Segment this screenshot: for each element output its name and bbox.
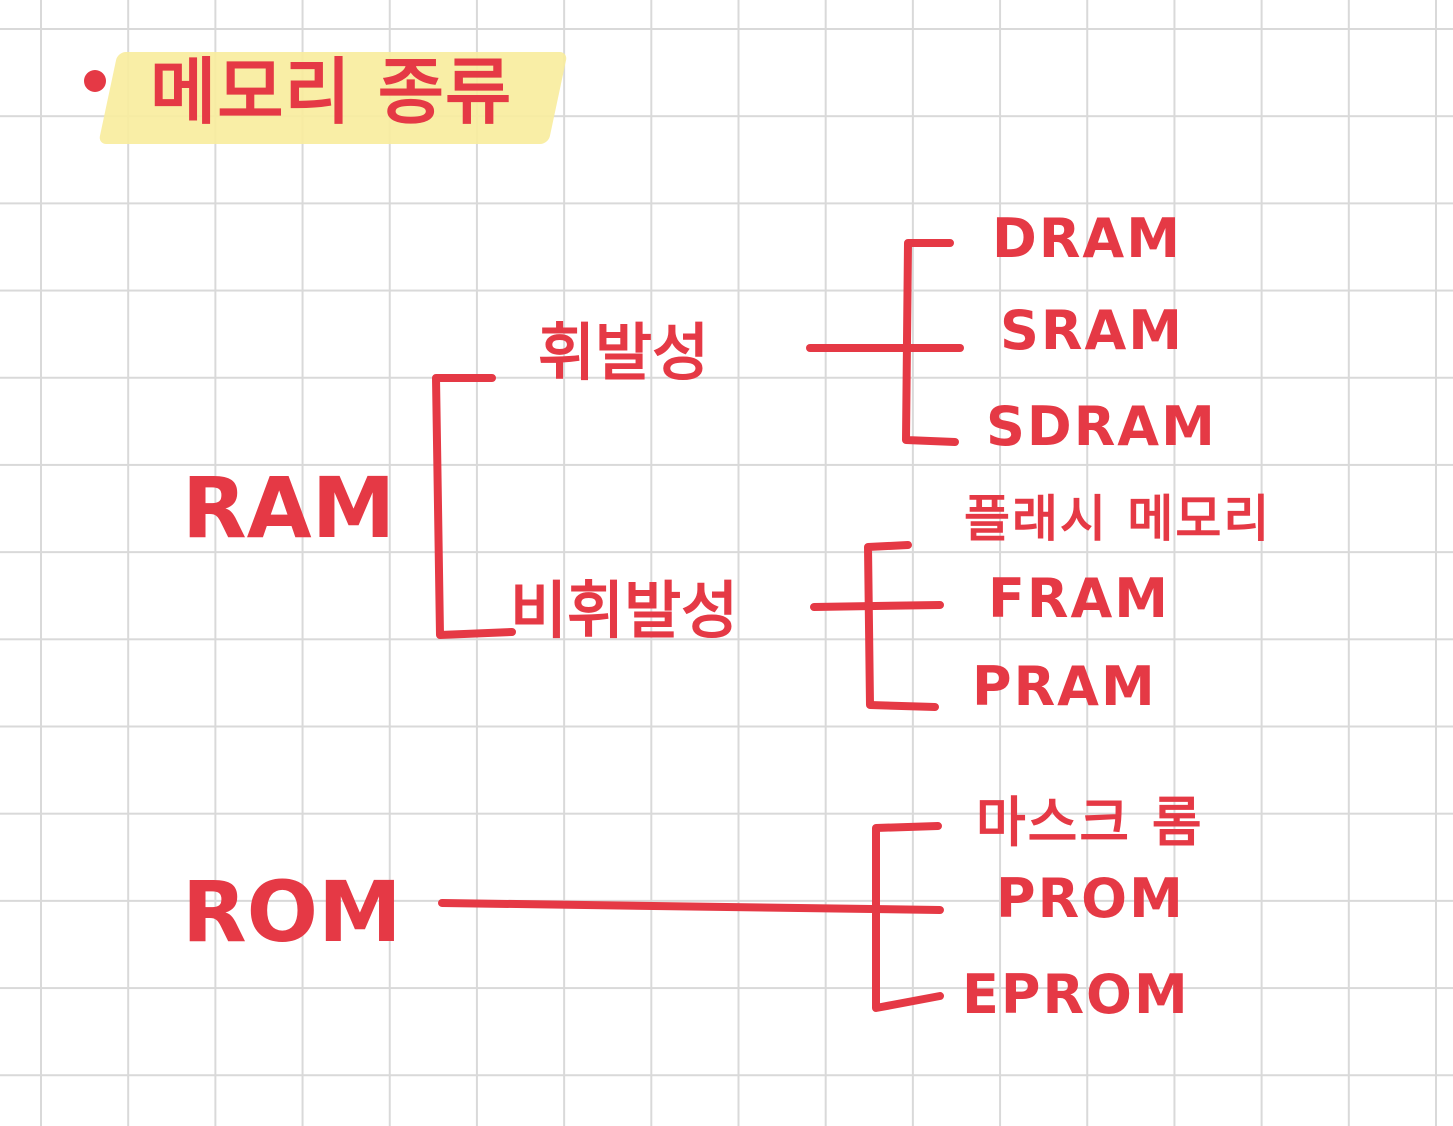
leaf-item: SDRAM [986,395,1217,458]
volatile-bracket [902,239,959,446]
page-title: 메모리 종류 [150,50,513,134]
leaf-item: EPROM [962,963,1190,1026]
nonvolatile-label: 비휘발성 [510,574,739,647]
ram-label: RAM [182,459,396,557]
ram-bracket [432,374,516,639]
leaf-item: PRAM [972,655,1157,718]
leaf-item: FRAM [988,567,1170,630]
rom-label: ROM [182,863,402,961]
nonvolatile-connector [810,601,944,611]
leaf-item: SRAM [1000,299,1185,362]
leaf-item: 플래시 메모리 [964,490,1272,548]
leaf-item: DRAM [992,207,1182,270]
rom-bracket [872,822,944,1012]
volatile-label: 휘발성 [538,316,710,389]
nonvolatile-bracket [864,541,939,711]
rom-connector [438,899,944,914]
leaf-item: 마스크 롬 [976,791,1204,854]
bullet-icon [84,70,106,92]
leaf-item: PROM [996,867,1185,930]
